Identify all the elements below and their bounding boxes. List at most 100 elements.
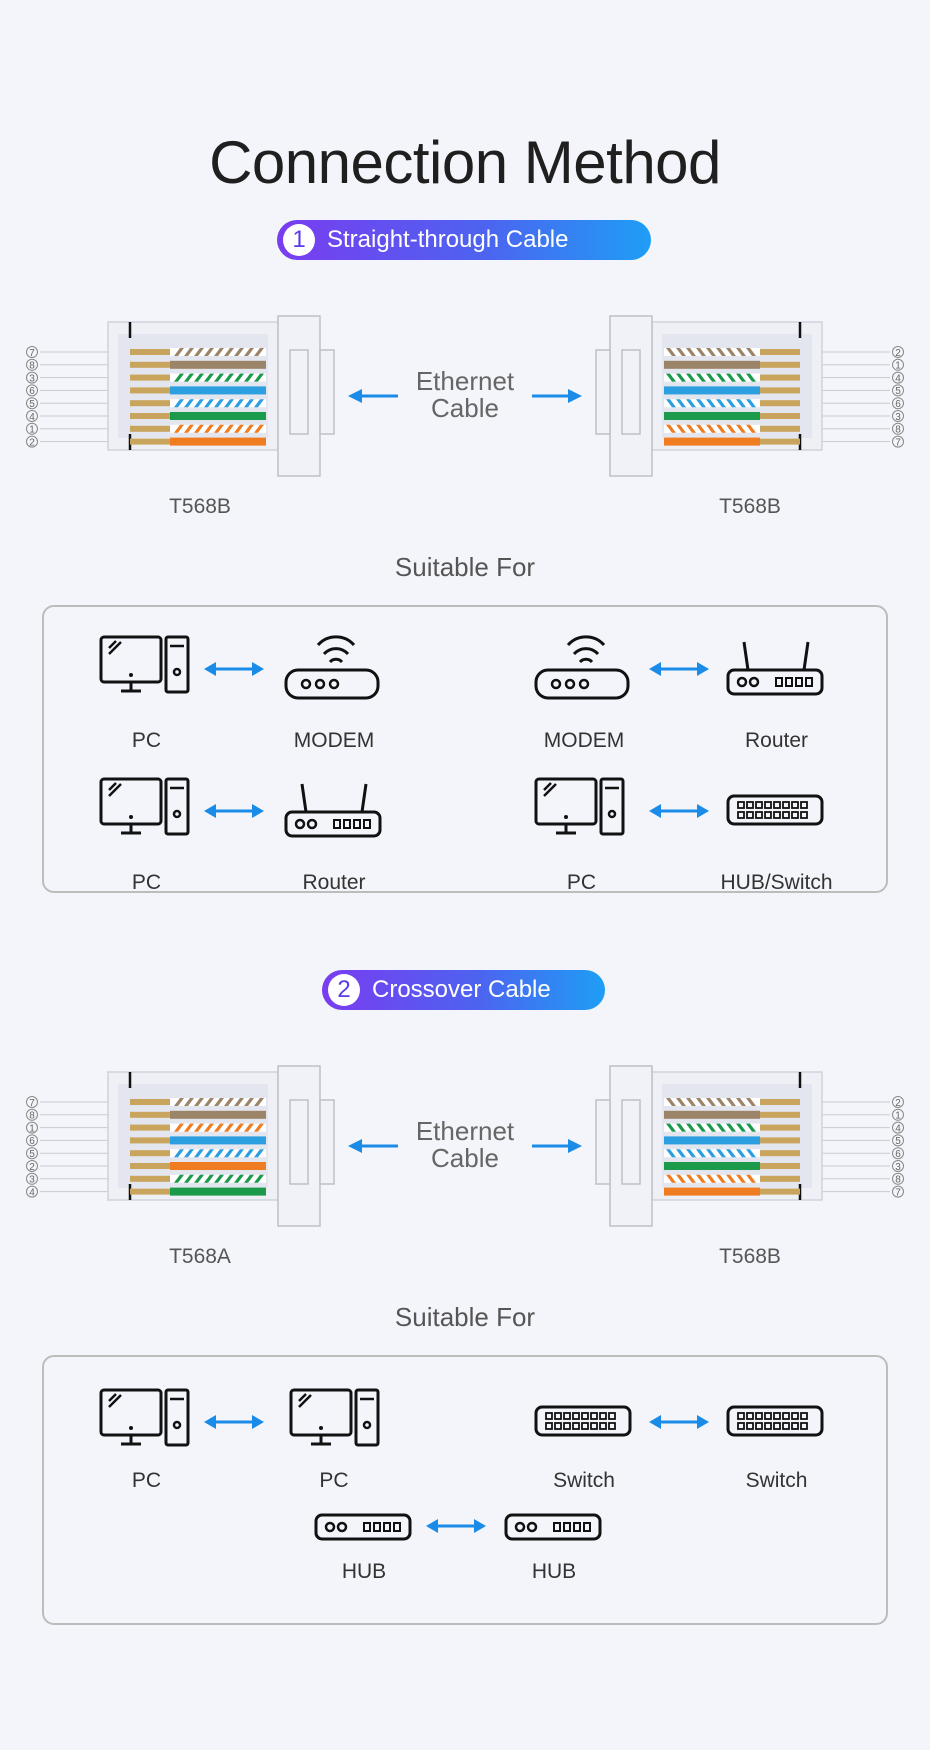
pin-number-label: 1 — [895, 1111, 901, 1122]
router-icon — [726, 632, 826, 702]
double-arrow-icon — [204, 662, 264, 676]
pin-number-label: 6 — [29, 1136, 35, 1147]
ethernet-cable-label: Ethernet Cable — [395, 1118, 535, 1172]
suitable-for-heading: Suitable For — [394, 1302, 536, 1332]
pin-number-label: 7 — [895, 1187, 901, 1198]
device-pair: Switch Switch — [534, 1385, 864, 1495]
left-arrow-icon — [348, 389, 398, 403]
pin-number-label: 7 — [29, 348, 35, 359]
double-arrow-icon — [649, 804, 709, 818]
pc-icon — [534, 774, 634, 844]
pin-number-label: 3 — [895, 412, 901, 423]
ethernet-cable-label: Ethernet Cable — [395, 368, 535, 422]
pin-number-label: 1 — [29, 425, 35, 436]
right-standard-label: T568B — [719, 1245, 781, 1268]
pin-number-label: 8 — [895, 1175, 901, 1186]
crossover-badge: 2 Crossover Cable — [322, 970, 605, 1010]
pin-number-label: 4 — [29, 412, 35, 423]
double-arrow-icon — [649, 662, 709, 676]
pin-number-label: 2 — [29, 437, 35, 448]
double-arrow-icon — [426, 1519, 486, 1533]
pin-number-label: 6 — [29, 386, 35, 397]
pin-number-label: 1 — [29, 1123, 35, 1134]
device-label: PC — [131, 871, 162, 894]
pc-icon — [99, 774, 199, 844]
pin-number-label: 7 — [29, 1098, 35, 1109]
badge-label: Straight-through Cable — [327, 226, 569, 253]
straight-through-badge: 1 Straight-through Cable — [277, 220, 651, 260]
device-label: PC — [319, 1469, 349, 1492]
switch-icon — [726, 774, 826, 844]
badge-number: 1 — [283, 224, 315, 256]
pin-number-label: 8 — [895, 425, 901, 436]
pin-number-label: 1 — [895, 361, 901, 372]
pin-number-label: 5 — [895, 1136, 901, 1147]
pc-icon — [99, 632, 199, 702]
left-rj45-plug-t568b: 7 83 6 5 4 12 — [26, 315, 335, 477]
left-standard-label: T568A — [169, 1245, 231, 1268]
device-pair: PC MODEM — [99, 632, 389, 752]
pin-number-label: 3 — [29, 373, 35, 384]
pin-number-label: 5 — [895, 386, 901, 397]
pc-icon — [289, 1385, 389, 1455]
device-label: Router — [744, 729, 809, 752]
pin-number-label: 5 — [29, 1149, 35, 1160]
pin-number-label: 3 — [895, 1162, 901, 1173]
right-arrow-icon — [532, 1139, 582, 1153]
device-label: Router — [302, 871, 366, 894]
badge-number: 2 — [328, 974, 360, 1006]
pin-number-label: 2 — [29, 1162, 35, 1173]
switch-icon — [726, 1385, 826, 1455]
pin-number-label: 5 — [29, 399, 35, 410]
ethernet-label-line2: Cable — [431, 393, 499, 423]
router-icon — [284, 774, 384, 844]
pin-number-label: 8 — [29, 1111, 35, 1122]
pin-number-label: 6 — [895, 399, 901, 410]
pin-number-label: 4 — [29, 1187, 35, 1198]
badge-label: Crossover Cable — [372, 976, 551, 1003]
device-label: MODEM — [293, 729, 375, 752]
device-pair: PC PC — [99, 1385, 389, 1495]
device-label: HUB — [531, 1560, 577, 1583]
right-rj45-plug-t568b: 2 14 5 6 3 87 — [595, 315, 904, 477]
device-label: MODEM — [543, 729, 625, 752]
pin-number-label: 2 — [895, 348, 901, 359]
pc-icon — [99, 1385, 199, 1455]
device-pair: HUB HUB — [314, 1507, 614, 1617]
straight-through-device-box: PC MODEM MODEM Router PC Router PC HUB/S… — [42, 605, 888, 894]
modem-icon — [284, 632, 384, 702]
device-pair: PC HUB/Switch — [534, 774, 864, 894]
device-pair: MODEM Router — [534, 632, 864, 752]
suitable-for-heading: Suitable For — [394, 552, 536, 582]
double-arrow-icon — [204, 1415, 264, 1429]
crossover-device-box: PC PC Switch Switch HUB HUB — [42, 1355, 888, 1625]
device-label: HUB — [341, 1560, 387, 1583]
device-label: Switch — [553, 1469, 615, 1492]
device-pair: PC Router — [99, 774, 389, 894]
pin-number-label: 7 — [895, 437, 901, 448]
right-arrow-icon — [532, 389, 582, 403]
right-standard-label: T568B — [719, 495, 781, 518]
pin-number-label: 4 — [895, 373, 901, 384]
pin-number-label: 3 — [29, 1175, 35, 1186]
ethernet-label-line1: Ethernet — [415, 1116, 515, 1146]
pin-number-label: 2 — [895, 1098, 901, 1109]
device-label: PC — [131, 1469, 162, 1492]
device-label: PC — [131, 729, 162, 752]
device-label: HUB/Switch — [720, 871, 833, 894]
left-arrow-icon — [348, 1139, 398, 1153]
pin-number-label: 4 — [895, 1123, 901, 1134]
page-title: Connection Method — [209, 129, 721, 196]
modem-icon — [534, 632, 634, 702]
double-arrow-icon — [204, 804, 264, 818]
pin-number-label: 8 — [29, 361, 35, 372]
device-label: PC — [566, 871, 597, 894]
left-rj45-plug-t568a: 7 81 6 5 2 34 — [26, 1065, 335, 1227]
ethernet-label-line1: Ethernet — [415, 366, 515, 396]
ethernet-label-line2: Cable — [431, 1143, 499, 1173]
double-arrow-icon — [649, 1415, 709, 1429]
switch-icon — [534, 1385, 634, 1455]
